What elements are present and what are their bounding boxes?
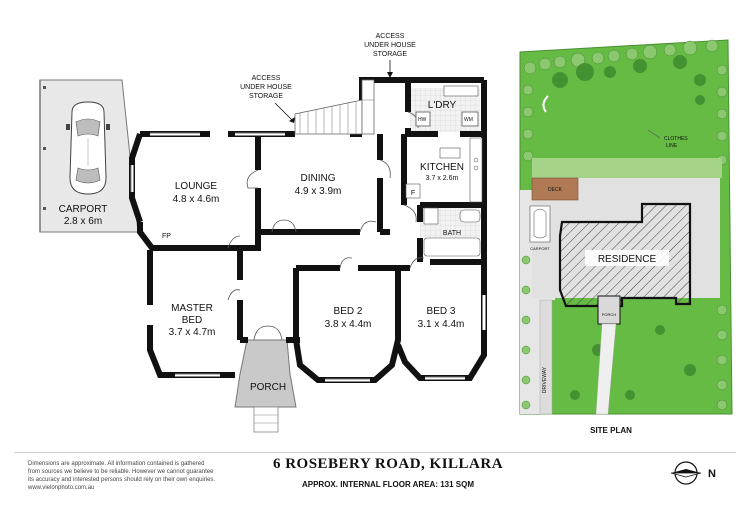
- disclaimer-line: from sources we believe to be reliable. …: [28, 469, 214, 475]
- windows: [130, 132, 486, 382]
- bath-label: BATH: [443, 230, 461, 237]
- disclaimer-line: Dimensions are approximate. All informat…: [28, 461, 205, 467]
- porch: PORCH: [234, 339, 297, 433]
- floor-area: APPROX. INTERNAL FLOOR AREA: 131 SQM: [301, 480, 475, 489]
- website-link[interactable]: www.vielonphoto.com.au: [28, 485, 95, 491]
- master-label-2: BED: [182, 315, 203, 326]
- svg-text:LINE: LINE: [666, 143, 678, 149]
- bed3-size: 3.1 x 4.4m: [418, 319, 465, 330]
- car-icon: [66, 101, 110, 195]
- site-plan: DECK CLOTHES LINE RESIDENCE CARPORT PORC…: [519, 39, 733, 415]
- disclaimer-line: its accuracy and interested persons shou…: [28, 477, 216, 483]
- bath-fixtures: BATH: [423, 207, 481, 257]
- site-driveway-label: DRIVEWAY: [542, 366, 548, 393]
- site-deck-label: DECK: [548, 187, 563, 193]
- site-carport-label: CARPORT: [530, 246, 550, 251]
- carport-size: 2.8 x 6m: [64, 216, 102, 227]
- lounge-label: LOUNGE: [175, 181, 218, 192]
- svg-text:STORAGE: STORAGE: [373, 51, 407, 58]
- bed2-label: BED 2: [334, 306, 363, 317]
- svg-text:UNDER HOUSE: UNDER HOUSE: [240, 84, 292, 91]
- lounge-size: 4.8 x 4.6m: [173, 194, 220, 205]
- disclaimer: Dimensions are approximate. All informat…: [28, 460, 278, 492]
- kitchen-size: 3.7 x 2.6m: [426, 175, 459, 182]
- access-storage-top: ACCESS UNDER HOUSE STORAGE: [364, 33, 416, 78]
- clothes-line-marker: CLOTHES LINE: [647, 129, 688, 149]
- master-size: 3.7 x 4.7m: [169, 327, 216, 338]
- dining-label: DINING: [301, 173, 336, 184]
- bed3-label: BED 3: [427, 306, 456, 317]
- property-address: 6 ROSEBERY ROAD, KILLARA: [272, 456, 504, 472]
- laundry-fixtures: HW WM L'DRY: [415, 85, 479, 127]
- kitchen-fixtures: KITCHEN 3.7 x 2.6m F: [405, 137, 483, 203]
- window-lines: [130, 132, 465, 380]
- footer-divider: [14, 452, 736, 453]
- access-storage-left: ACCESS UNDER HOUSE STORAGE: [240, 75, 295, 123]
- porch-label: PORCH: [250, 382, 286, 393]
- master-label: MASTER: [171, 303, 213, 314]
- fridge-label: F: [411, 190, 415, 197]
- compass-north-label: N: [708, 468, 716, 480]
- svg-text:CLOTHES: CLOTHES: [664, 136, 688, 142]
- carport: CARPORT 2.8 x 6m: [39, 79, 139, 233]
- laundry-label: L'DRY: [428, 100, 457, 111]
- site-porch-label: PORCH: [602, 312, 617, 317]
- carport-label: CARPORT: [59, 204, 108, 215]
- bed2-size: 3.8 x 4.4m: [325, 319, 372, 330]
- svg-text:ACCESS: ACCESS: [252, 75, 281, 82]
- site-residence-label: RESIDENCE: [598, 254, 657, 265]
- kitchen-label: KITCHEN: [420, 162, 464, 173]
- svg-text:UNDER HOUSE: UNDER HOUSE: [364, 42, 416, 49]
- dining-size: 4.9 x 3.9m: [295, 186, 342, 197]
- svg-text:STORAGE: STORAGE: [249, 93, 283, 100]
- water-heater-label: HW: [418, 117, 427, 123]
- fireplace-label: FP: [162, 233, 171, 240]
- hall-double-door: [271, 219, 297, 233]
- washer-label: WM: [464, 117, 473, 123]
- site-plan-title: SITE PLAN: [590, 426, 632, 435]
- svg-text:ACCESS: ACCESS: [376, 33, 405, 40]
- compass-icon: N: [670, 461, 716, 485]
- back-stairs: [294, 79, 375, 135]
